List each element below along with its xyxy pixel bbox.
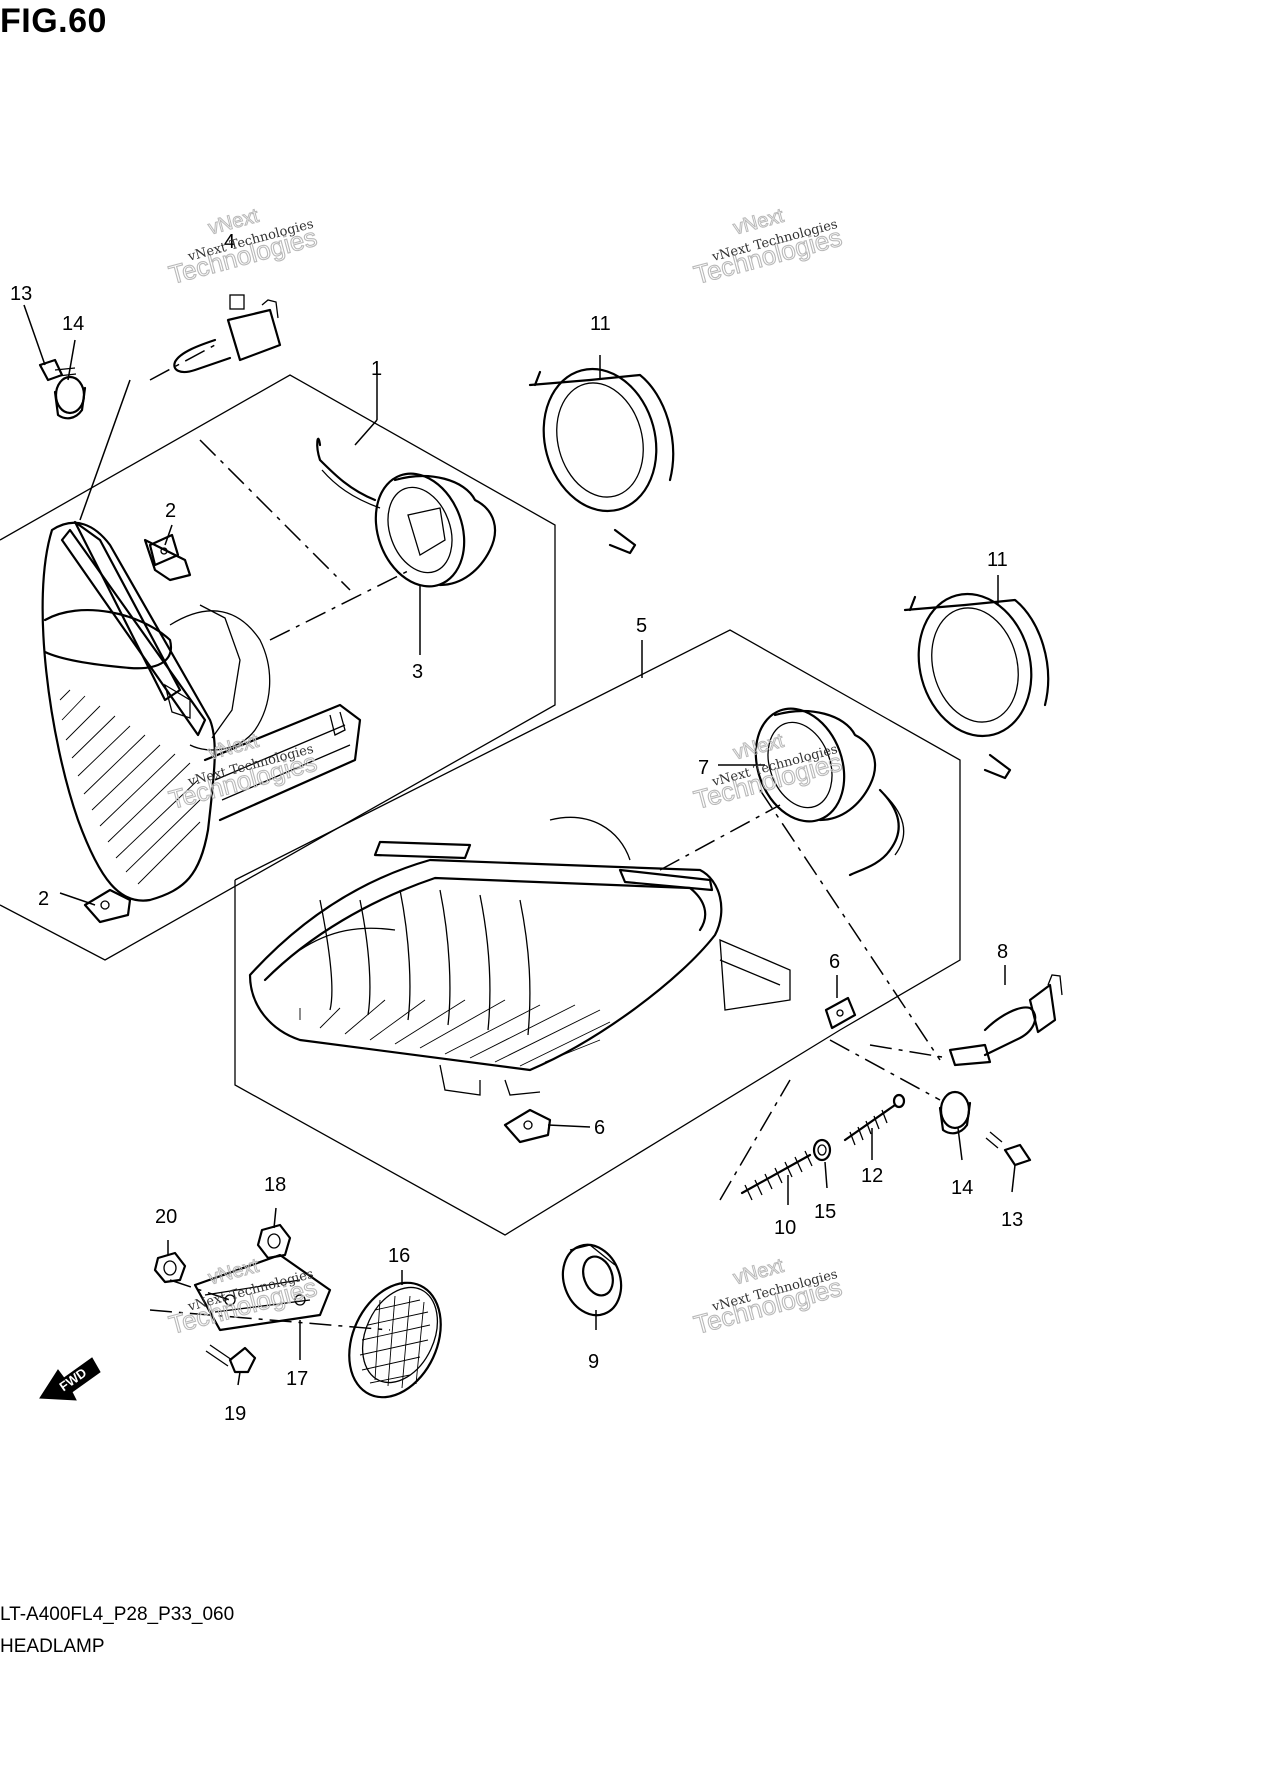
callout-1: 1 [371,358,382,380]
callout-5: 5 [636,615,647,637]
callout-6-lower: 6 [594,1117,605,1139]
callout-8: 8 [997,941,1008,963]
bulb-socket-3 [316,437,497,588]
callout-3: 3 [412,661,423,683]
diagram-code: LT-A400FL4_P28_P33_060 [0,1604,235,1625]
headlamp-bulb-4 [149,294,282,381]
leader-lines [23,304,1016,1386]
grommet-9 [561,1243,623,1317]
speed-nut-clip-2-upper [148,533,180,567]
spring-10 [740,1150,813,1201]
callout-4: 4 [224,231,235,253]
retaining-ring-11-upper [528,367,675,555]
callout-18: 18 [264,1174,286,1196]
diagram-caption: HEADLAMP [0,1636,105,1657]
speed-nut-clip-6-upper [824,996,857,1030]
headlamp-bulb-8 [869,974,1063,1067]
watermark-5: vNext Technologies vNext Technologies [165,1254,320,1340]
callout-15: 15 [814,1201,836,1223]
grommet-14-right [938,1090,972,1135]
forward-arrow-icon: FWD [39,1357,101,1401]
callout-16: 16 [388,1245,410,1267]
callout-6-upper: 6 [829,951,840,973]
assembly-box-1 [0,374,556,961]
callout-13-left: 13 [10,283,32,305]
assembly-box-5 [234,629,961,1236]
callout-9: 9 [588,1351,599,1373]
bulb-socket-7 [754,707,905,877]
reflector-bracket-17 [193,1253,332,1332]
watermark-6: vNext Technologies vNext Technologies [690,1254,845,1340]
callout-11-upper: 11 [590,313,611,335]
callout-11-lower: 11 [987,549,1008,571]
adjusting-screw-12 [843,1093,906,1146]
retaining-ring-11-lower [903,592,1050,780]
bolt-13-right [985,1131,1032,1167]
callout-2-upper: 2 [165,500,176,522]
callout-12: 12 [861,1165,883,1187]
callout-10: 10 [774,1217,796,1239]
watermark-1: vNext Technologies vNext Technologies [165,204,320,290]
grommet-14-left [53,375,87,420]
assembly-center-lines [149,439,941,1331]
headlamp-housing-left [41,520,362,902]
nut-20 [153,1251,187,1284]
bolt-13-left [38,358,77,382]
callout-2-lower: 2 [38,888,49,910]
callout-13-right: 13 [1001,1209,1023,1231]
bolt-19 [205,1344,257,1374]
callout-7: 7 [698,757,709,779]
callout-labels: 1 2 2 3 4 5 6 6 7 8 9 10 11 11 12 13 13 … [10,231,1023,1425]
figure-title: FIG.60 [0,2,107,40]
reflector-16 [348,1281,442,1399]
nut-18 [256,1223,292,1260]
callout-19: 19 [224,1403,246,1425]
callout-14-left: 14 [62,313,84,335]
speed-nut-clip-6-lower [503,1108,552,1144]
washer-15 [812,1138,832,1162]
callout-20: 20 [155,1206,177,1228]
watermark-2: vNext Technologies vNext Technologies [690,204,845,290]
callout-17: 17 [286,1368,308,1390]
headlamp-housing-right [248,816,791,1096]
watermark-3: vNext Technologies vNext Technologies [165,729,320,815]
callout-14-right: 14 [951,1177,973,1199]
speed-nut-clip-2-lower [83,888,132,924]
